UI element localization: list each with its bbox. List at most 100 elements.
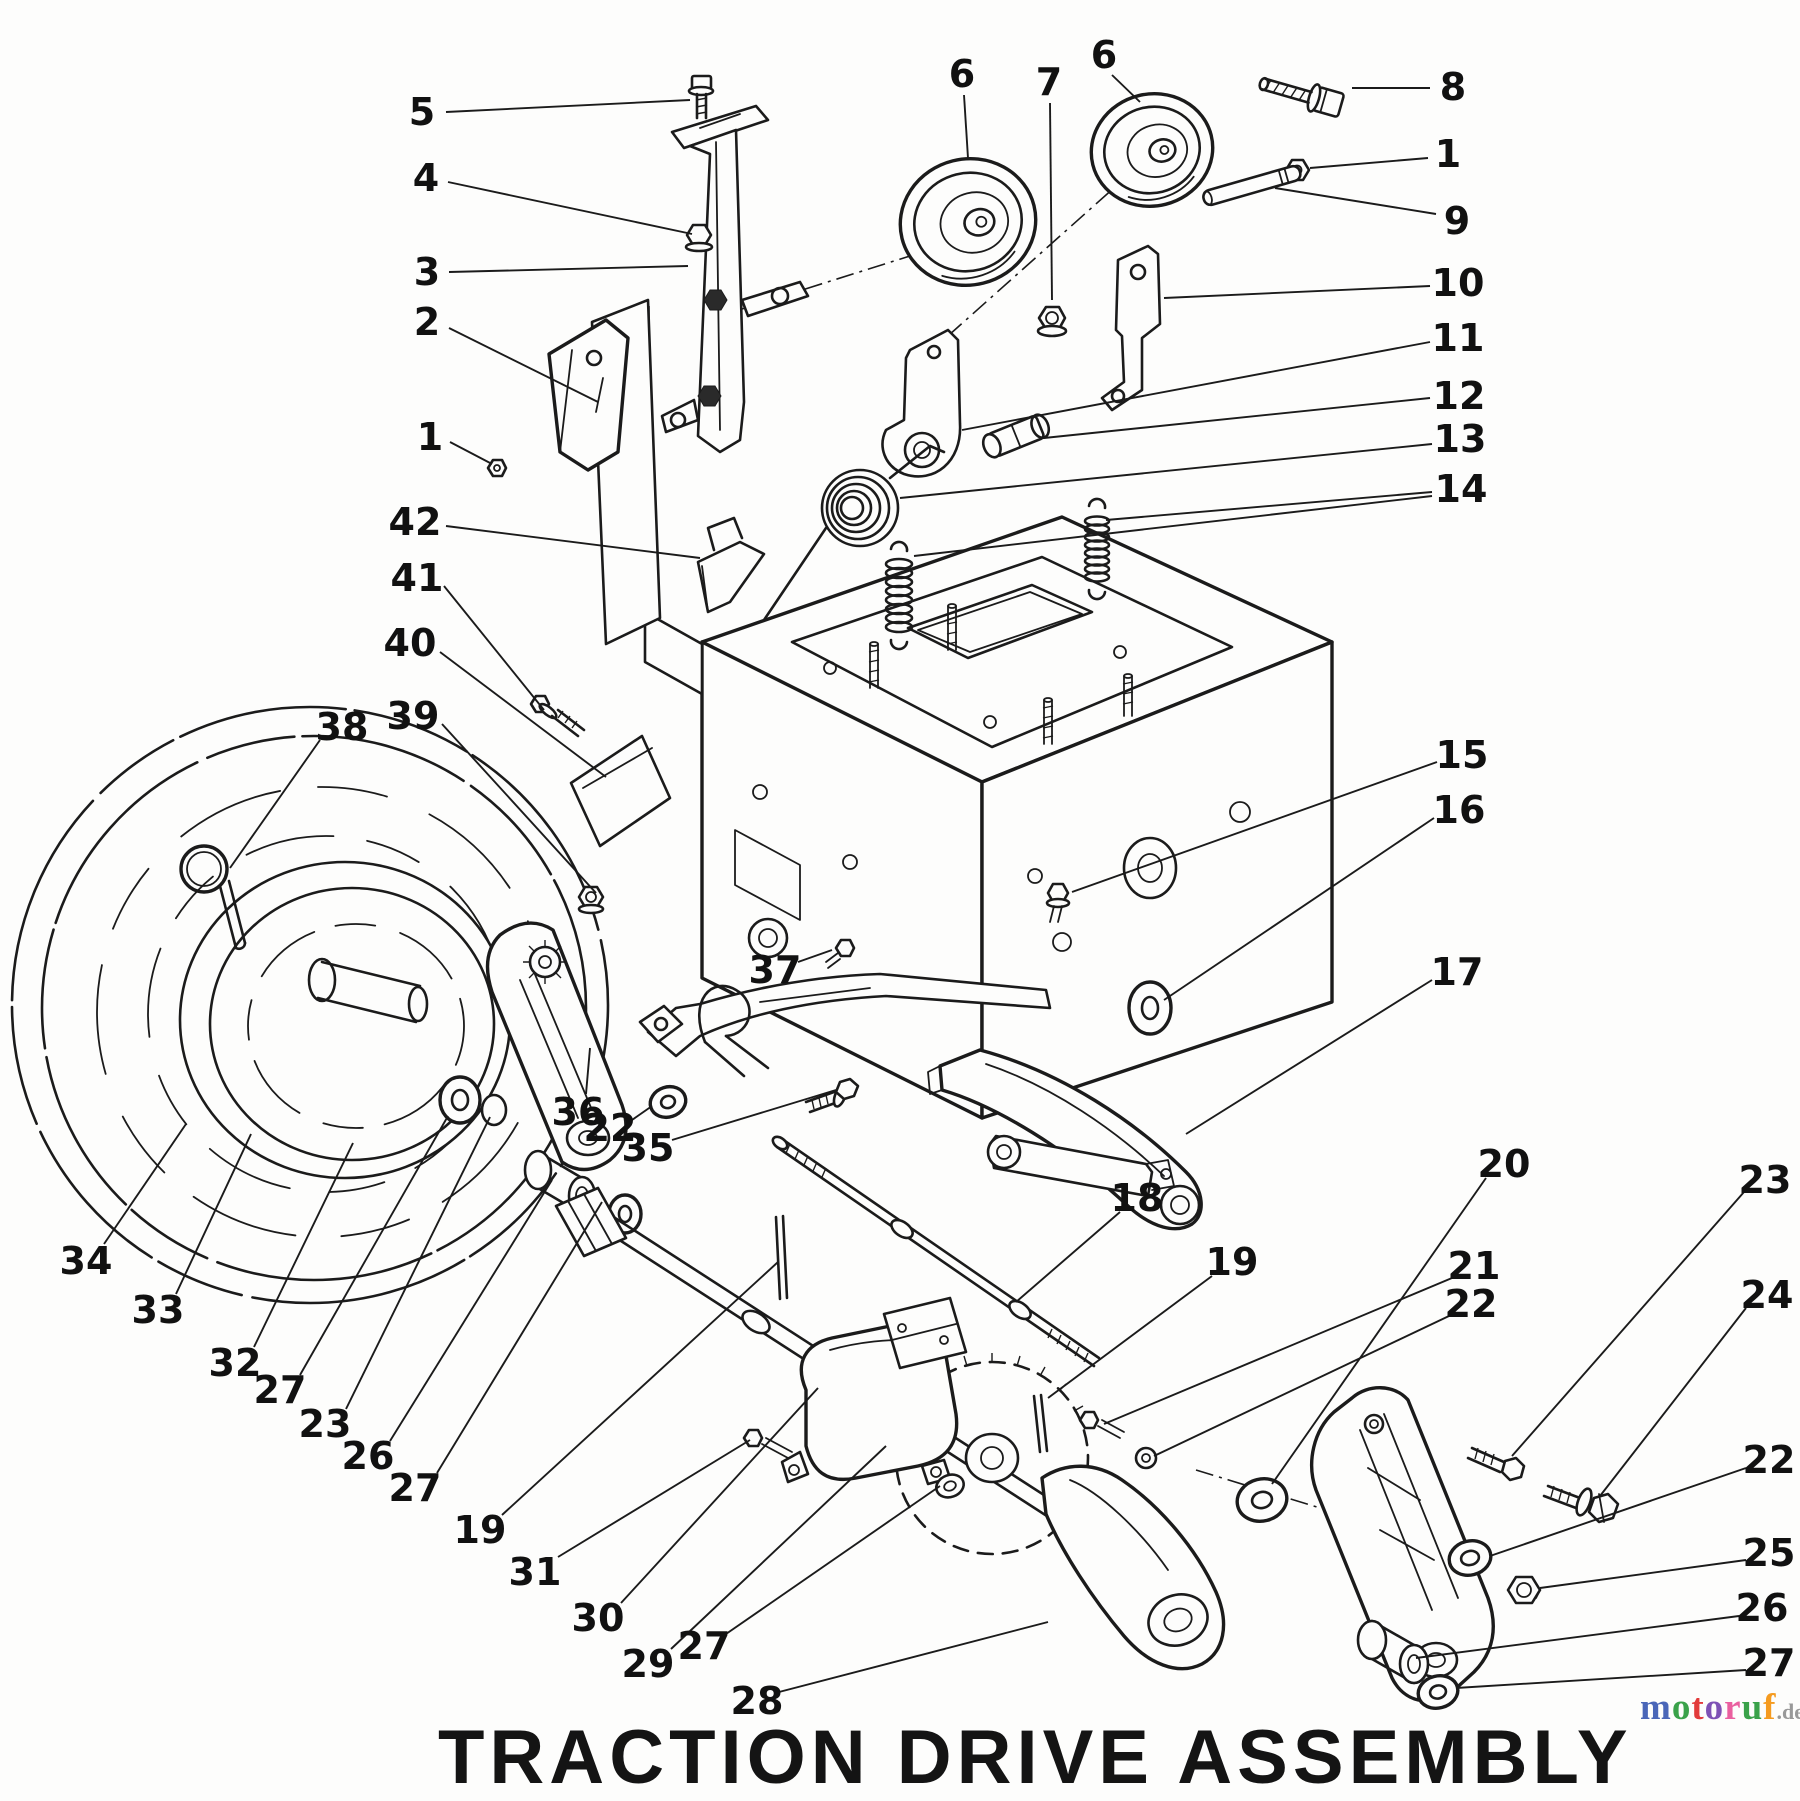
callout-25: 25: [1540, 1531, 1795, 1588]
callout-number: 27: [389, 1466, 442, 1510]
callout-6: 6: [949, 52, 975, 158]
leader-line: [1112, 75, 1140, 102]
leader-line: [1050, 103, 1052, 300]
callout-30: 30: [572, 1388, 818, 1640]
main-frame: [645, 517, 1332, 1118]
leader-line: [444, 586, 544, 710]
bolt-35: [806, 1079, 858, 1112]
leader-line: [779, 1622, 1048, 1692]
callout-number: 16: [1433, 788, 1486, 832]
leader-line: [440, 652, 606, 777]
callout-number: 27: [1743, 1641, 1796, 1685]
callout-number: 26: [342, 1434, 395, 1478]
leader-line: [446, 100, 690, 112]
callout-number: 31: [509, 1550, 562, 1594]
callout-number: 22: [1445, 1282, 1498, 1326]
callout-number: 6: [1091, 33, 1117, 77]
screw-31: [744, 1430, 792, 1458]
idler-bracket-3: [662, 106, 808, 452]
guide-plate-40: [571, 736, 670, 846]
callout-number: 6: [949, 52, 975, 96]
leader-line: [1016, 1212, 1120, 1302]
nut-22-axle: [1136, 1448, 1156, 1468]
callout-4: 4: [413, 156, 692, 234]
callout-number: 13: [1434, 417, 1487, 461]
callout-number: 19: [454, 1508, 507, 1552]
cover-plate-2: [549, 320, 628, 470]
callout-6: 6: [1091, 33, 1140, 102]
callout-number: 27: [678, 1624, 731, 1668]
callout-number: 7: [1036, 60, 1062, 104]
callout-10: 10: [1164, 261, 1484, 305]
callout-number: 9: [1444, 199, 1470, 243]
callout-34: 34: [60, 1124, 186, 1283]
leader-line: [442, 724, 596, 893]
leader-line: [1164, 286, 1430, 298]
callout-number: 15: [1436, 733, 1489, 777]
leader-line: [672, 1090, 836, 1140]
hub-bearing: [482, 1095, 506, 1125]
leader-line: [1600, 1308, 1746, 1496]
callout-number: 40: [384, 621, 437, 665]
leader-line: [1540, 1560, 1746, 1588]
callout-27: 27: [678, 1486, 940, 1668]
watermark-letter: t: [1691, 1687, 1704, 1728]
callout-27: 27: [1456, 1641, 1795, 1688]
watermark-letter: f: [1763, 1687, 1776, 1728]
callout-number: 39: [387, 694, 440, 738]
callout-number: 3: [414, 250, 440, 294]
watermark-letter: o: [1672, 1687, 1692, 1728]
screw-21: [1080, 1412, 1124, 1438]
callout-number: 20: [1478, 1142, 1531, 1186]
callout-number: 1: [1435, 132, 1461, 176]
callout-18: 18: [1016, 1176, 1163, 1302]
callout-number: 35: [622, 1126, 675, 1170]
callout-33: 33: [132, 1134, 251, 1332]
leader-line: [964, 95, 968, 158]
callout-38: 38: [230, 705, 368, 868]
leader-line: [726, 1486, 940, 1634]
callout-number: 4: [413, 156, 439, 200]
callout-number: 19: [1206, 1240, 1259, 1284]
callout-28: 28: [731, 1622, 1048, 1723]
callout-number: 26: [1736, 1586, 1789, 1630]
leader-line: [1048, 1276, 1212, 1398]
idler-pulley-left: [887, 144, 1049, 299]
leader-line: [558, 1440, 750, 1557]
callout-number: 1: [417, 415, 443, 459]
callout-3: 3: [414, 250, 688, 294]
watermark-letter: u: [1742, 1687, 1764, 1728]
callout-number: 42: [389, 500, 442, 544]
traction-drive-diagram: 5432142414039386768191011121314151617373…: [0, 0, 1800, 1732]
callout-31: 31: [509, 1440, 750, 1594]
callout-number: 12: [1433, 374, 1486, 418]
watermark-letter: m: [1640, 1687, 1672, 1728]
washer-16: [1129, 982, 1171, 1034]
callout-7: 7: [1036, 60, 1062, 300]
belt-stop-42: [698, 518, 764, 612]
callout-5: 5: [409, 90, 690, 134]
washer-22-center: [646, 1082, 690, 1122]
callout-number: 11: [1432, 316, 1485, 360]
callout-number: 37: [749, 948, 802, 992]
shift-fork-arm: [1042, 1466, 1224, 1668]
leader-line: [914, 496, 1432, 556]
callout-number: 41: [391, 556, 444, 600]
callout-number: 34: [60, 1239, 113, 1283]
callout-number: 8: [1440, 65, 1466, 109]
callout-number: 10: [1432, 261, 1485, 305]
callout-number: 17: [1431, 950, 1484, 994]
callout-number: 24: [1741, 1273, 1794, 1317]
leader-line: [671, 1446, 886, 1649]
leader-line: [449, 266, 688, 272]
callout-number: 30: [572, 1596, 625, 1640]
leader-line: [450, 442, 492, 464]
clevis-pin-9: [1202, 165, 1302, 207]
callout-number: 33: [132, 1288, 185, 1332]
watermark-letter: o: [1705, 1687, 1725, 1728]
nut-25: [1508, 1577, 1540, 1603]
leader-line: [1275, 188, 1436, 214]
washer-20: [1233, 1474, 1292, 1527]
callout-8: 8: [1352, 65, 1466, 109]
